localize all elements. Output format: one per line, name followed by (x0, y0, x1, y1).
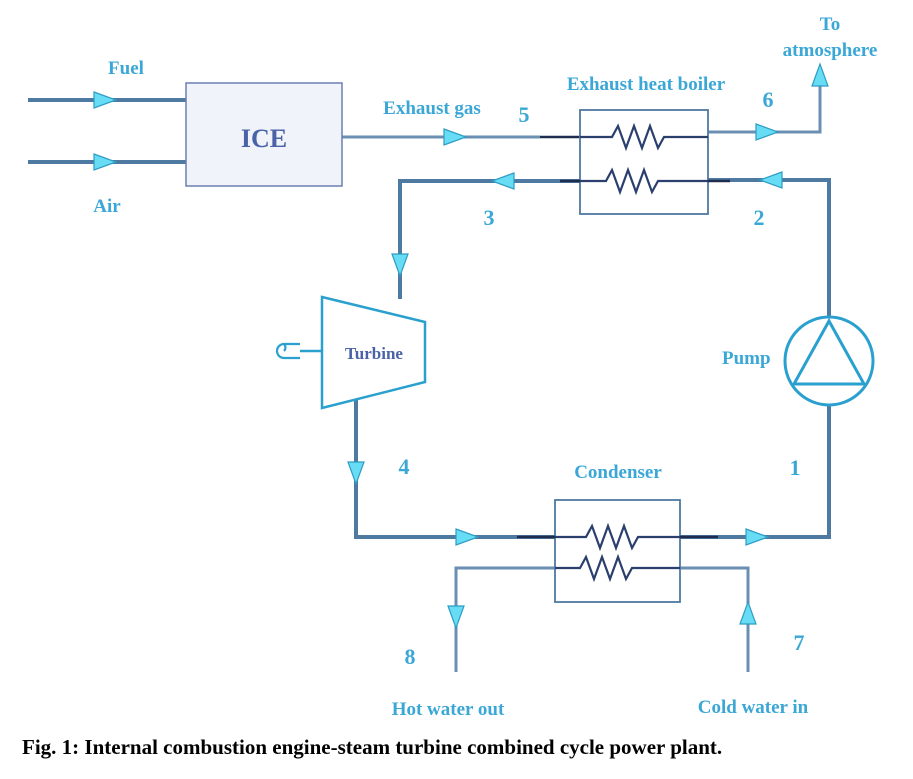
turbine-inlet-arrow (391, 253, 409, 278)
boiler-exhaust-coil (580, 122, 708, 152)
feedwater-pipe (708, 178, 831, 316)
state-point-3: 3 (484, 205, 495, 230)
turbine-label: Turbine (345, 344, 403, 363)
boiler-water-coil (580, 166, 708, 196)
turbine-exhaust-arrow (347, 461, 365, 486)
pump-triangle-icon (791, 317, 867, 386)
condensate-arrow (745, 528, 770, 546)
hot-water-arrow (447, 605, 465, 630)
shaft-coupling-icon (275, 342, 300, 360)
exhaust-gas-label: Exhaust gas (383, 98, 481, 119)
state-point-7: 7 (794, 630, 805, 655)
exhaust-gas-arrow (443, 128, 468, 146)
condenser-water-coil (555, 553, 680, 583)
turbine-body (320, 295, 427, 410)
air-arrow (93, 153, 118, 171)
condensate-pipe (680, 404, 831, 539)
steam-pipe (398, 179, 580, 299)
cold-water-in-label: Cold water in (698, 697, 809, 718)
turbine-exhaust-pipe (354, 396, 555, 539)
state-point-4: 4 (399, 454, 410, 479)
ice-label: ICE (241, 124, 287, 153)
boiler-label: Exhaust heat boiler (567, 74, 726, 95)
exhaust-out-pipe (708, 86, 822, 134)
feedwater-arrow (758, 171, 783, 189)
cold-water-pipe (680, 566, 750, 672)
condenser-label: Condenser (574, 462, 662, 483)
to-atmosphere-label-line2: atmosphere (783, 40, 878, 61)
pump-body (783, 315, 875, 407)
hot-water-out-label: Hot water out (392, 699, 505, 720)
fuel-label: Fuel (108, 58, 144, 79)
to-atmosphere-label-line1: To (820, 14, 840, 35)
fuel-arrow (93, 91, 118, 109)
state-point-1: 1 (790, 455, 801, 480)
condenser-steam-coil (555, 522, 680, 552)
ice-block (185, 82, 343, 187)
state-point-2: 2 (754, 205, 765, 230)
exhaust-heat-boiler (579, 109, 709, 215)
condenser-inlet-arrow (455, 528, 480, 546)
state-point-8: 8 (405, 644, 416, 669)
condenser (554, 499, 681, 603)
hot-water-pipe (454, 566, 555, 672)
figure-caption: Fig. 1: Internal combustion engine-steam… (22, 735, 722, 759)
cold-water-arrow (739, 600, 757, 625)
atmosphere-arrow (811, 62, 829, 87)
state-point-5: 5 (519, 102, 530, 127)
exhaust-out-arrow (755, 123, 780, 141)
pump-label: Pump (722, 348, 771, 369)
steam-arrow (490, 172, 515, 190)
state-point-6: 6 (763, 87, 774, 112)
air-label: Air (93, 196, 121, 217)
